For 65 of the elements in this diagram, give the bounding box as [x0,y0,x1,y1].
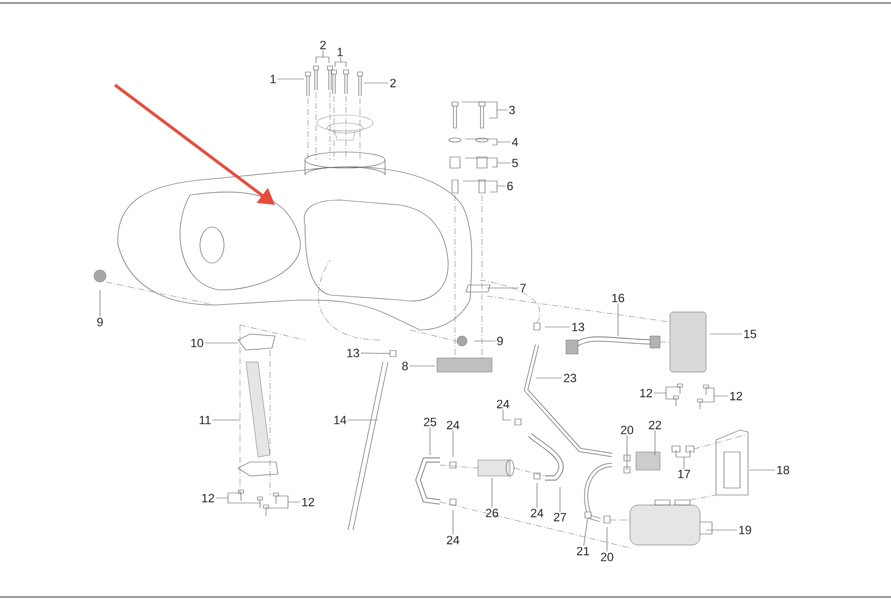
leader-line [216,492,260,504]
callout-number: 12 [640,388,652,398]
callout-number: 22 [648,420,662,430]
callout-number: 5 [512,158,518,168]
callout-number: 12 [202,494,214,502]
leader-line [462,102,508,118]
callout-number: 23 [564,374,576,382]
callout-number: 12 [302,498,314,506]
leader-line [452,510,454,535]
callout-number: 6 [507,182,513,190]
callout-number: 27 [554,512,566,522]
leader-line [654,386,680,400]
callout-number: 21 [576,546,590,556]
callout-number: 15 [744,330,756,338]
callout-number: 24 [530,508,544,518]
callout-number: 11 [200,416,211,424]
leader-line [536,482,538,508]
callout-number: 17 [678,470,690,478]
callout-number: 4 [512,138,518,146]
callout-number: 8 [402,362,408,370]
leader-line [502,409,512,420]
leader-line [452,430,454,458]
leader-line [626,435,628,470]
leader-line [316,50,330,64]
leader-line [204,342,238,344]
callout-number: 20 [600,552,614,562]
leader-line [474,340,496,342]
callout-number: 1 [270,74,276,84]
leader-line [464,138,511,146]
leader-line [606,526,608,552]
clip-part [584,512,592,518]
callout-number: 25 [424,418,436,426]
callout-number: 19 [739,526,752,534]
callout-number: 2 [320,40,326,50]
callout-number: 13 [347,348,360,358]
leader-line [364,82,389,84]
callout-number: 24 [496,400,510,408]
callout-number: 10 [191,338,204,348]
callout-number: 12 [730,392,742,400]
leader-line [544,326,570,328]
leader-line [676,450,690,469]
callout-number: 18 [777,466,790,474]
leader-line [360,352,390,354]
callout-number: 24 [446,420,460,430]
callout-number: 24 [446,536,460,544]
callout-number: 2 [390,78,396,88]
callout-number: 9 [97,318,103,326]
callout-number: 9 [497,336,503,346]
leader-line [266,496,300,508]
leader-line [654,430,656,456]
leader-line [462,180,506,192]
callout-number: 7 [520,284,526,292]
callout-number: 1 [338,48,343,56]
leader-line [277,78,304,80]
leader-line [464,158,511,168]
leader-line [583,518,588,546]
leader-line [700,388,728,402]
callout-number: 16 [612,294,624,302]
clip-part [390,350,396,357]
callout-number: 13 [572,322,584,332]
callout-number: 3 [509,106,515,114]
callout-number: 20 [620,426,634,434]
callout-number: 14 [334,416,346,424]
leader-line [334,57,346,68]
callout-number: 26 [486,508,498,518]
